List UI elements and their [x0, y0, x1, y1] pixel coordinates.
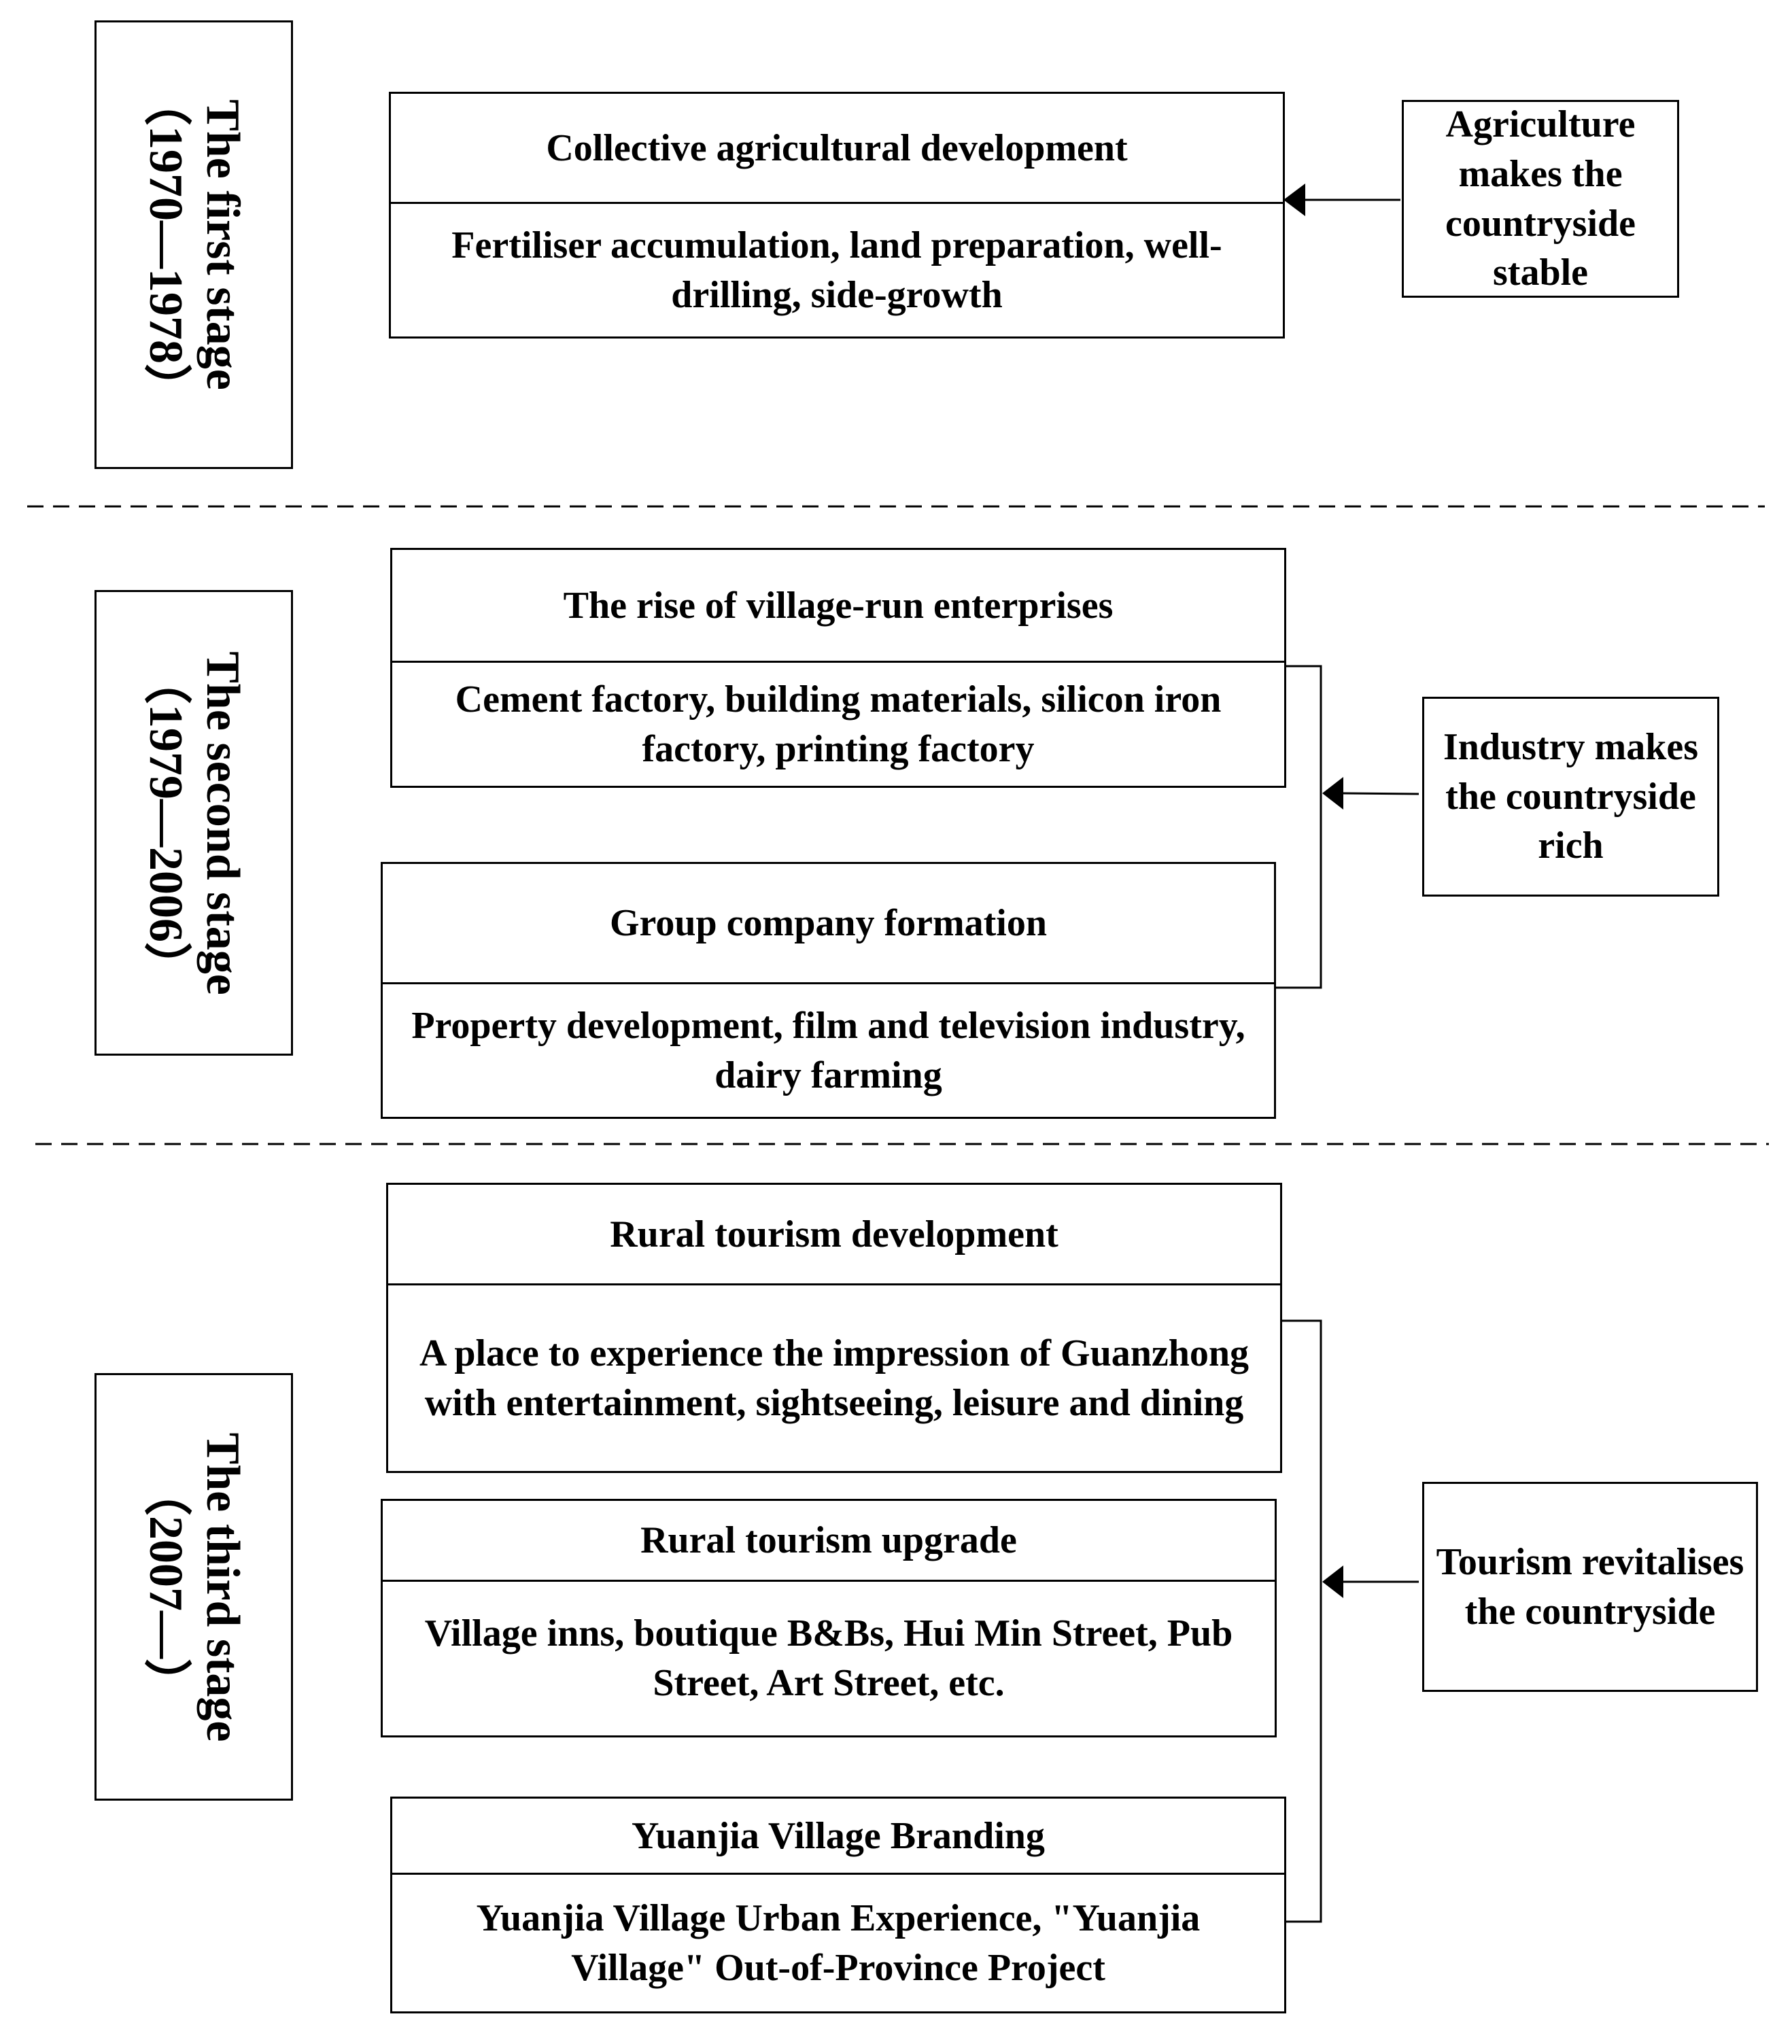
box-body: Village inns, boutique B&Bs, Hui Min Str…	[424, 1612, 1233, 1704]
box-body: Yuanjia Village Urban Experience, "Yuanj…	[476, 1896, 1201, 1989]
box-yuanjia-branding: Yuanjia Village Branding Yuanjia Village…	[390, 1797, 1286, 2013]
arrowhead-stage-2	[1322, 777, 1343, 810]
outcome-agriculture: Agriculture makes the countryside stable	[1402, 100, 1679, 298]
box-divider	[383, 1580, 1275, 1582]
arrowhead-stage-1	[1283, 184, 1305, 216]
stage-title-2: The second stage	[196, 651, 249, 995]
outcome-tourism: Tourism revitalises the countryside	[1422, 1482, 1758, 1692]
box-village-enterprises: The rise of village-run enterprises Ceme…	[390, 548, 1286, 788]
box-divider	[392, 1873, 1284, 1875]
box-header: The rise of village-run enterprises	[563, 584, 1114, 627]
stage-label-3: The third stage （2007—）	[94, 1373, 293, 1801]
outcome-industry: Industry makes the countryside rich	[1422, 697, 1719, 897]
box-divider	[392, 661, 1284, 663]
box-divider	[388, 1283, 1280, 1285]
box-body: Cement factory, building materials, sili…	[455, 678, 1222, 770]
arrow-line-stage-2	[1343, 792, 1419, 795]
stage-period-1: （1970—1978）	[139, 78, 192, 411]
arrowhead-stage-3	[1322, 1565, 1343, 1598]
box-divider	[391, 202, 1283, 204]
box-header: Group company formation	[610, 902, 1047, 945]
stage-period-2: （1979—2006）	[139, 656, 192, 990]
box-header: Rural tourism development	[610, 1213, 1058, 1255]
bracket-stage-3	[1280, 1319, 1322, 1923]
box-rural-tourism-upgrade: Rural tourism upgrade Village inns, bout…	[381, 1499, 1277, 1737]
box-body: Property development, film and televisio…	[411, 1004, 1245, 1096]
stage-period-3: （2007—）	[139, 1468, 192, 1706]
box-collective-agriculture: Collective agricultural development Fert…	[389, 92, 1285, 339]
box-group-company: Group company formation Property develop…	[381, 862, 1276, 1119]
box-body: A place to experience the impression of …	[419, 1332, 1250, 1424]
stage-title-1: The first stage	[196, 99, 249, 390]
bracket-stage-2	[1274, 665, 1322, 989]
box-header: Yuanjia Village Branding	[632, 1814, 1045, 1857]
box-rural-tourism-development: Rural tourism development A place to exp…	[386, 1183, 1282, 1473]
box-header: Rural tourism upgrade	[640, 1519, 1017, 1562]
box-header: Collective agricultural development	[546, 126, 1128, 169]
box-body: Fertiliser accumulation, land preparatio…	[451, 224, 1222, 316]
stage-label-2: The second stage （1979—2006）	[94, 590, 293, 1056]
box-divider	[383, 982, 1274, 984]
stage-title-3: The third stage	[196, 1432, 249, 1742]
stage-label-1: The first stage （1970—1978）	[94, 20, 293, 469]
